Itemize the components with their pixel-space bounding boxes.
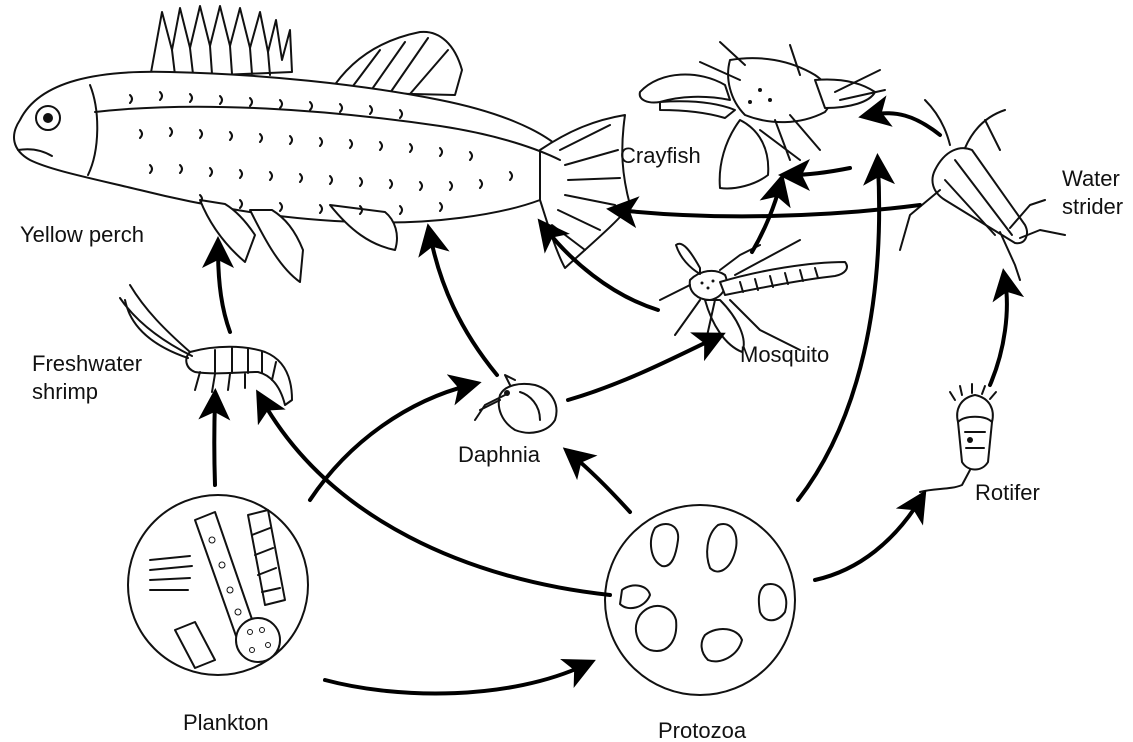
label-plankton: Plankton [183, 710, 269, 735]
rotifer-illustration [920, 384, 996, 492]
mosquito-illustration [660, 240, 847, 352]
label-water-strider-line2: strider [1062, 194, 1123, 219]
label-freshwater-shrimp-line1: Freshwater [32, 351, 142, 376]
label-daphnia: Daphnia [458, 442, 541, 467]
label-freshwater-shrimp-line2: shrimp [32, 379, 98, 404]
daphnia-illustration [475, 375, 556, 433]
plankton-circle-illustration [128, 495, 308, 675]
label-rotifer: Rotifer [975, 480, 1040, 505]
label-water-strider-line1: Water [1062, 166, 1120, 191]
label-protozoa: Protozoa [658, 718, 747, 742]
label-crayfish: Crayfish [620, 143, 701, 168]
label-yellow-perch: Yellow perch [20, 222, 144, 247]
freshwater-shrimp-illustration [120, 285, 292, 405]
label-mosquito: Mosquito [740, 342, 829, 367]
water-strider-illustration [900, 100, 1065, 280]
protozoa-circle-illustration [605, 505, 795, 695]
